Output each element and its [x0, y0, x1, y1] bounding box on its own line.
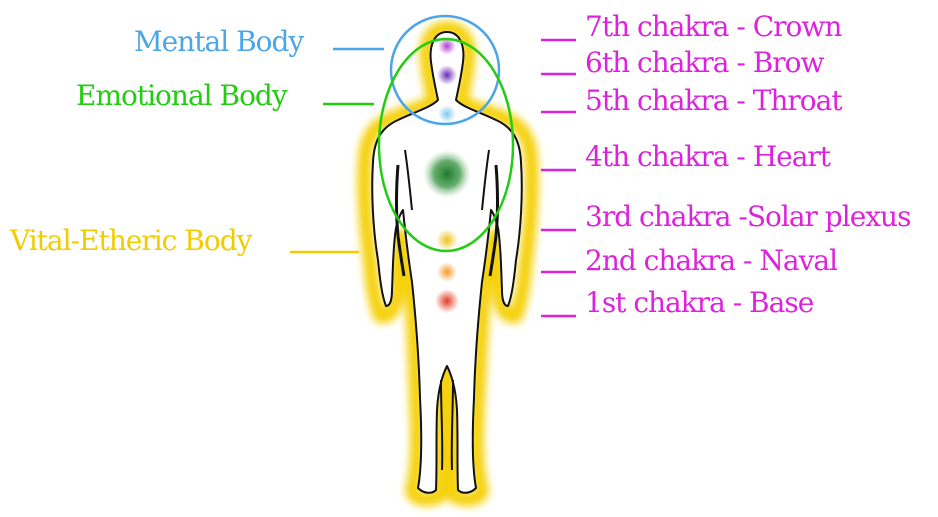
- chakra-throat-point: [438, 105, 456, 123]
- chakra-naval-label: 2nd chakra - Naval: [585, 244, 838, 277]
- emotional-body-label: Emotional Body: [76, 79, 288, 112]
- chakra-labels: 7th chakra - Crown 6th chakra - Brow 5th…: [541, 10, 910, 319]
- chakra-solar-label: 3rd chakra -Solar plexus: [585, 200, 910, 233]
- mental-body-label: Mental Body: [134, 25, 304, 58]
- chakra-crown-label: 7th chakra - Crown: [585, 10, 842, 43]
- body-labels: Mental Body Emotional Body Vital-Etheric…: [9, 25, 384, 257]
- vital-etheric-body-label: Vital-Etheric Body: [9, 224, 253, 257]
- chakra-base-label: 1st chakra - Base: [585, 286, 814, 319]
- chakra-throat-label: 5th chakra - Throat: [585, 84, 843, 117]
- chakra-naval-point: [437, 262, 457, 282]
- chakra-heart-label: 4th chakra - Heart: [585, 140, 832, 173]
- chakra-brow-label: 6th chakra - Brow: [585, 46, 825, 79]
- chakra-brow-point: [437, 65, 457, 85]
- chakra-heart-point: [423, 150, 471, 198]
- chakra-base-point: [435, 289, 459, 313]
- chakra-solar-point: [436, 229, 458, 251]
